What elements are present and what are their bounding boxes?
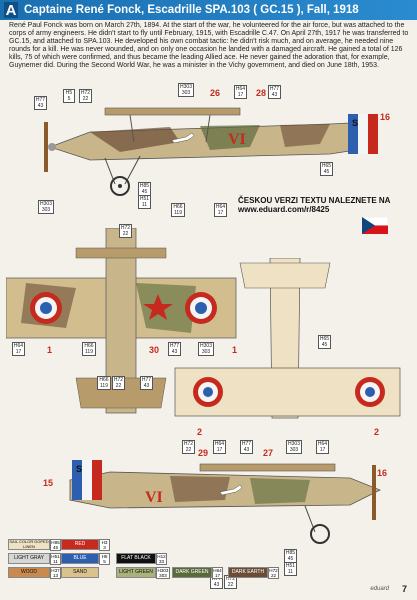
side-view-bottom: S VI xyxy=(69,460,381,544)
page-header: A Captaine René Fonck, Escadrille SPA.10… xyxy=(0,0,417,20)
swatch-light-green: LIGHT GREEN xyxy=(116,567,156,578)
svg-text:VI: VI xyxy=(145,489,163,506)
reference-number: 16 xyxy=(377,468,388,478)
czech-flag-icon xyxy=(362,217,388,234)
swatch-dark-green: DARK GREEN xyxy=(172,567,212,578)
reference-number: 26 xyxy=(210,88,221,98)
swatch-blue: BLUE xyxy=(61,553,99,564)
reference-number: 30 xyxy=(149,345,160,355)
svg-text:VI: VI xyxy=(228,131,246,148)
swatch-flat-black: FLAT BLACK xyxy=(116,553,156,564)
eduard-logo: eduard xyxy=(370,586,389,592)
reference-number: 29 xyxy=(198,448,209,458)
biography-text: René Paul Fonck was born on March 27th, … xyxy=(9,22,409,70)
page-title: Captaine René Fonck, Escadrille SPA.103 … xyxy=(24,4,359,16)
paint-legend: SAIL COLOR DOPED LINEN LIGHT GRAY WOOD S… xyxy=(6,537,386,592)
swatch-red: RED xyxy=(61,539,99,550)
czech-url[interactable]: www.eduard.com/r/8425 xyxy=(238,205,330,214)
page-number: 7 xyxy=(401,584,407,594)
reference-number: 2 xyxy=(374,427,380,437)
czech-note: ČESKOU VERZI TEXTU NALEZNETE NA www.edua… xyxy=(238,196,391,214)
top-view xyxy=(6,228,237,414)
reference-number: 2 xyxy=(197,427,203,437)
side-view-top: S VI xyxy=(44,107,378,196)
reference-number: 1 xyxy=(47,345,53,355)
reference-number: 15 xyxy=(43,478,54,488)
reference-number: 1 xyxy=(232,345,238,355)
reference-number: 28 xyxy=(256,88,267,98)
bottom-view xyxy=(174,258,401,419)
swatch-light-gray: LIGHT GRAY xyxy=(8,553,50,564)
swatch-wood: WOOD xyxy=(8,567,50,578)
svg-text:S: S xyxy=(76,464,82,474)
swatch-sail-color: SAIL COLOR DOPED LINEN xyxy=(8,539,50,550)
swatch-sand: SAND xyxy=(61,567,99,578)
swatch-dark-earth: DARK EARTH xyxy=(228,567,268,578)
reference-number: 16 xyxy=(380,112,391,122)
svg-text:S: S xyxy=(352,118,358,128)
reference-number: 27 xyxy=(263,448,274,458)
profile-badge: A xyxy=(4,1,18,19)
